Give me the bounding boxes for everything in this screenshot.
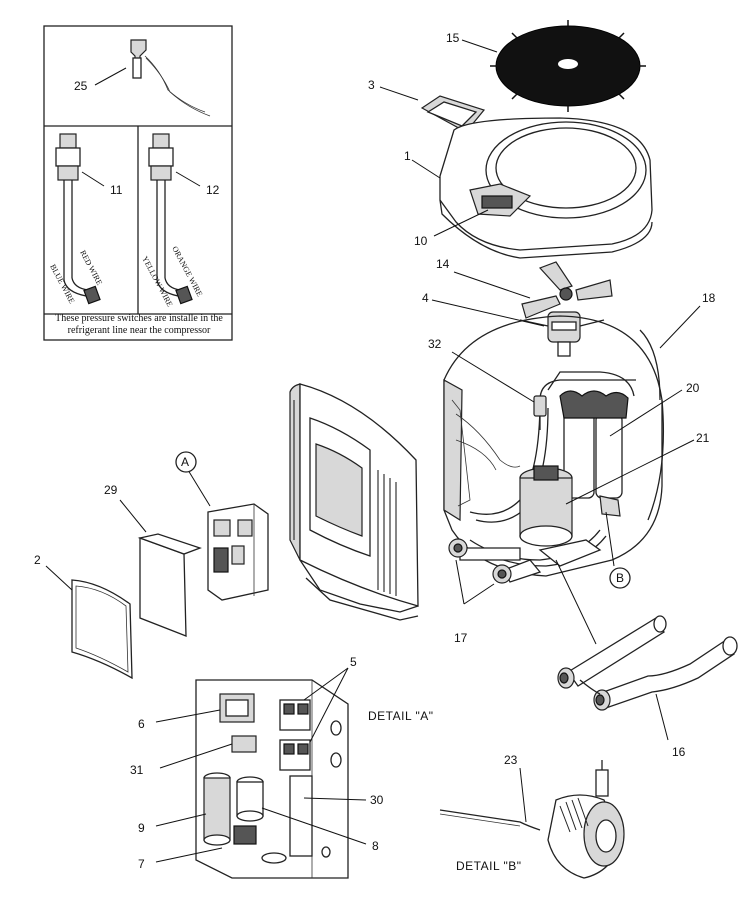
callout-14: 14	[436, 257, 450, 271]
callout-3: 3	[368, 78, 375, 92]
detail-a-label: DETAIL "A"	[368, 709, 434, 723]
start-device-part	[233, 825, 257, 845]
callout-25: 25	[74, 79, 88, 93]
top-panel-part	[439, 117, 653, 259]
control-panel-detail	[195, 679, 349, 879]
pump-sensor-detail	[439, 760, 625, 879]
callout-7: 7	[138, 857, 145, 871]
contactor-part	[279, 699, 311, 771]
callout-20: 20	[686, 381, 700, 395]
callout-5: 5	[350, 655, 357, 669]
detail-a-marker	[175, 451, 197, 473]
callout-29: 29	[104, 483, 118, 497]
pressure-switch-note: These pressure switches are installe in …	[55, 313, 223, 336]
callout-6: 6	[138, 717, 145, 731]
callout-18: 18	[702, 291, 716, 305]
low-pressure-switch-part	[148, 133, 193, 305]
detail-b-label: DETAIL "B"	[456, 859, 522, 873]
callout-2: 2	[34, 553, 41, 567]
high-pressure-switch-part	[55, 133, 101, 305]
transformer-part	[219, 693, 255, 723]
fan-motor-part	[519, 311, 605, 357]
callout-17: 17	[454, 631, 468, 645]
callout-b: B	[616, 571, 624, 585]
access-door-part	[71, 579, 133, 680]
callout-4: 4	[422, 291, 429, 305]
run-capacitor-part	[203, 772, 231, 846]
callout-30: 30	[370, 793, 384, 807]
callout-11: 11	[110, 183, 123, 197]
compressor-part	[519, 465, 573, 547]
pressure-switch-inset: BLUE WIRE RED WIRE YELLOW WIRE ORANGE WI…	[43, 25, 233, 341]
callout-21: 21	[696, 431, 710, 445]
pipe-assembly-part	[557, 615, 738, 711]
fan-capacitor-part	[236, 776, 264, 822]
callout-1: 1	[404, 149, 411, 163]
detail-b-marker	[609, 567, 631, 589]
temperature-sensor-part	[130, 39, 211, 117]
wire-label-red: RED WIRE	[78, 249, 104, 287]
callout-15: 15	[446, 31, 460, 45]
callout-12: 12	[206, 183, 220, 197]
callout-10: 10	[414, 234, 428, 248]
control-box-part	[207, 503, 269, 601]
fan-guard-part	[490, 20, 646, 112]
callout-8: 8	[372, 839, 379, 853]
callout-a: A	[181, 455, 189, 469]
callout-23: 23	[504, 753, 518, 767]
front-panel-part	[289, 383, 419, 621]
fan-blade-part	[521, 261, 613, 319]
callout-16: 16	[672, 745, 686, 759]
relay-part	[231, 735, 257, 753]
callout-31: 31	[130, 763, 144, 777]
callout-32: 32	[428, 337, 442, 351]
control-box-cover-part	[137, 533, 202, 637]
access-cover-part	[420, 95, 486, 133]
callout-9: 9	[138, 821, 145, 835]
water-connections-part	[448, 495, 621, 584]
sensor-32-part	[533, 395, 547, 430]
